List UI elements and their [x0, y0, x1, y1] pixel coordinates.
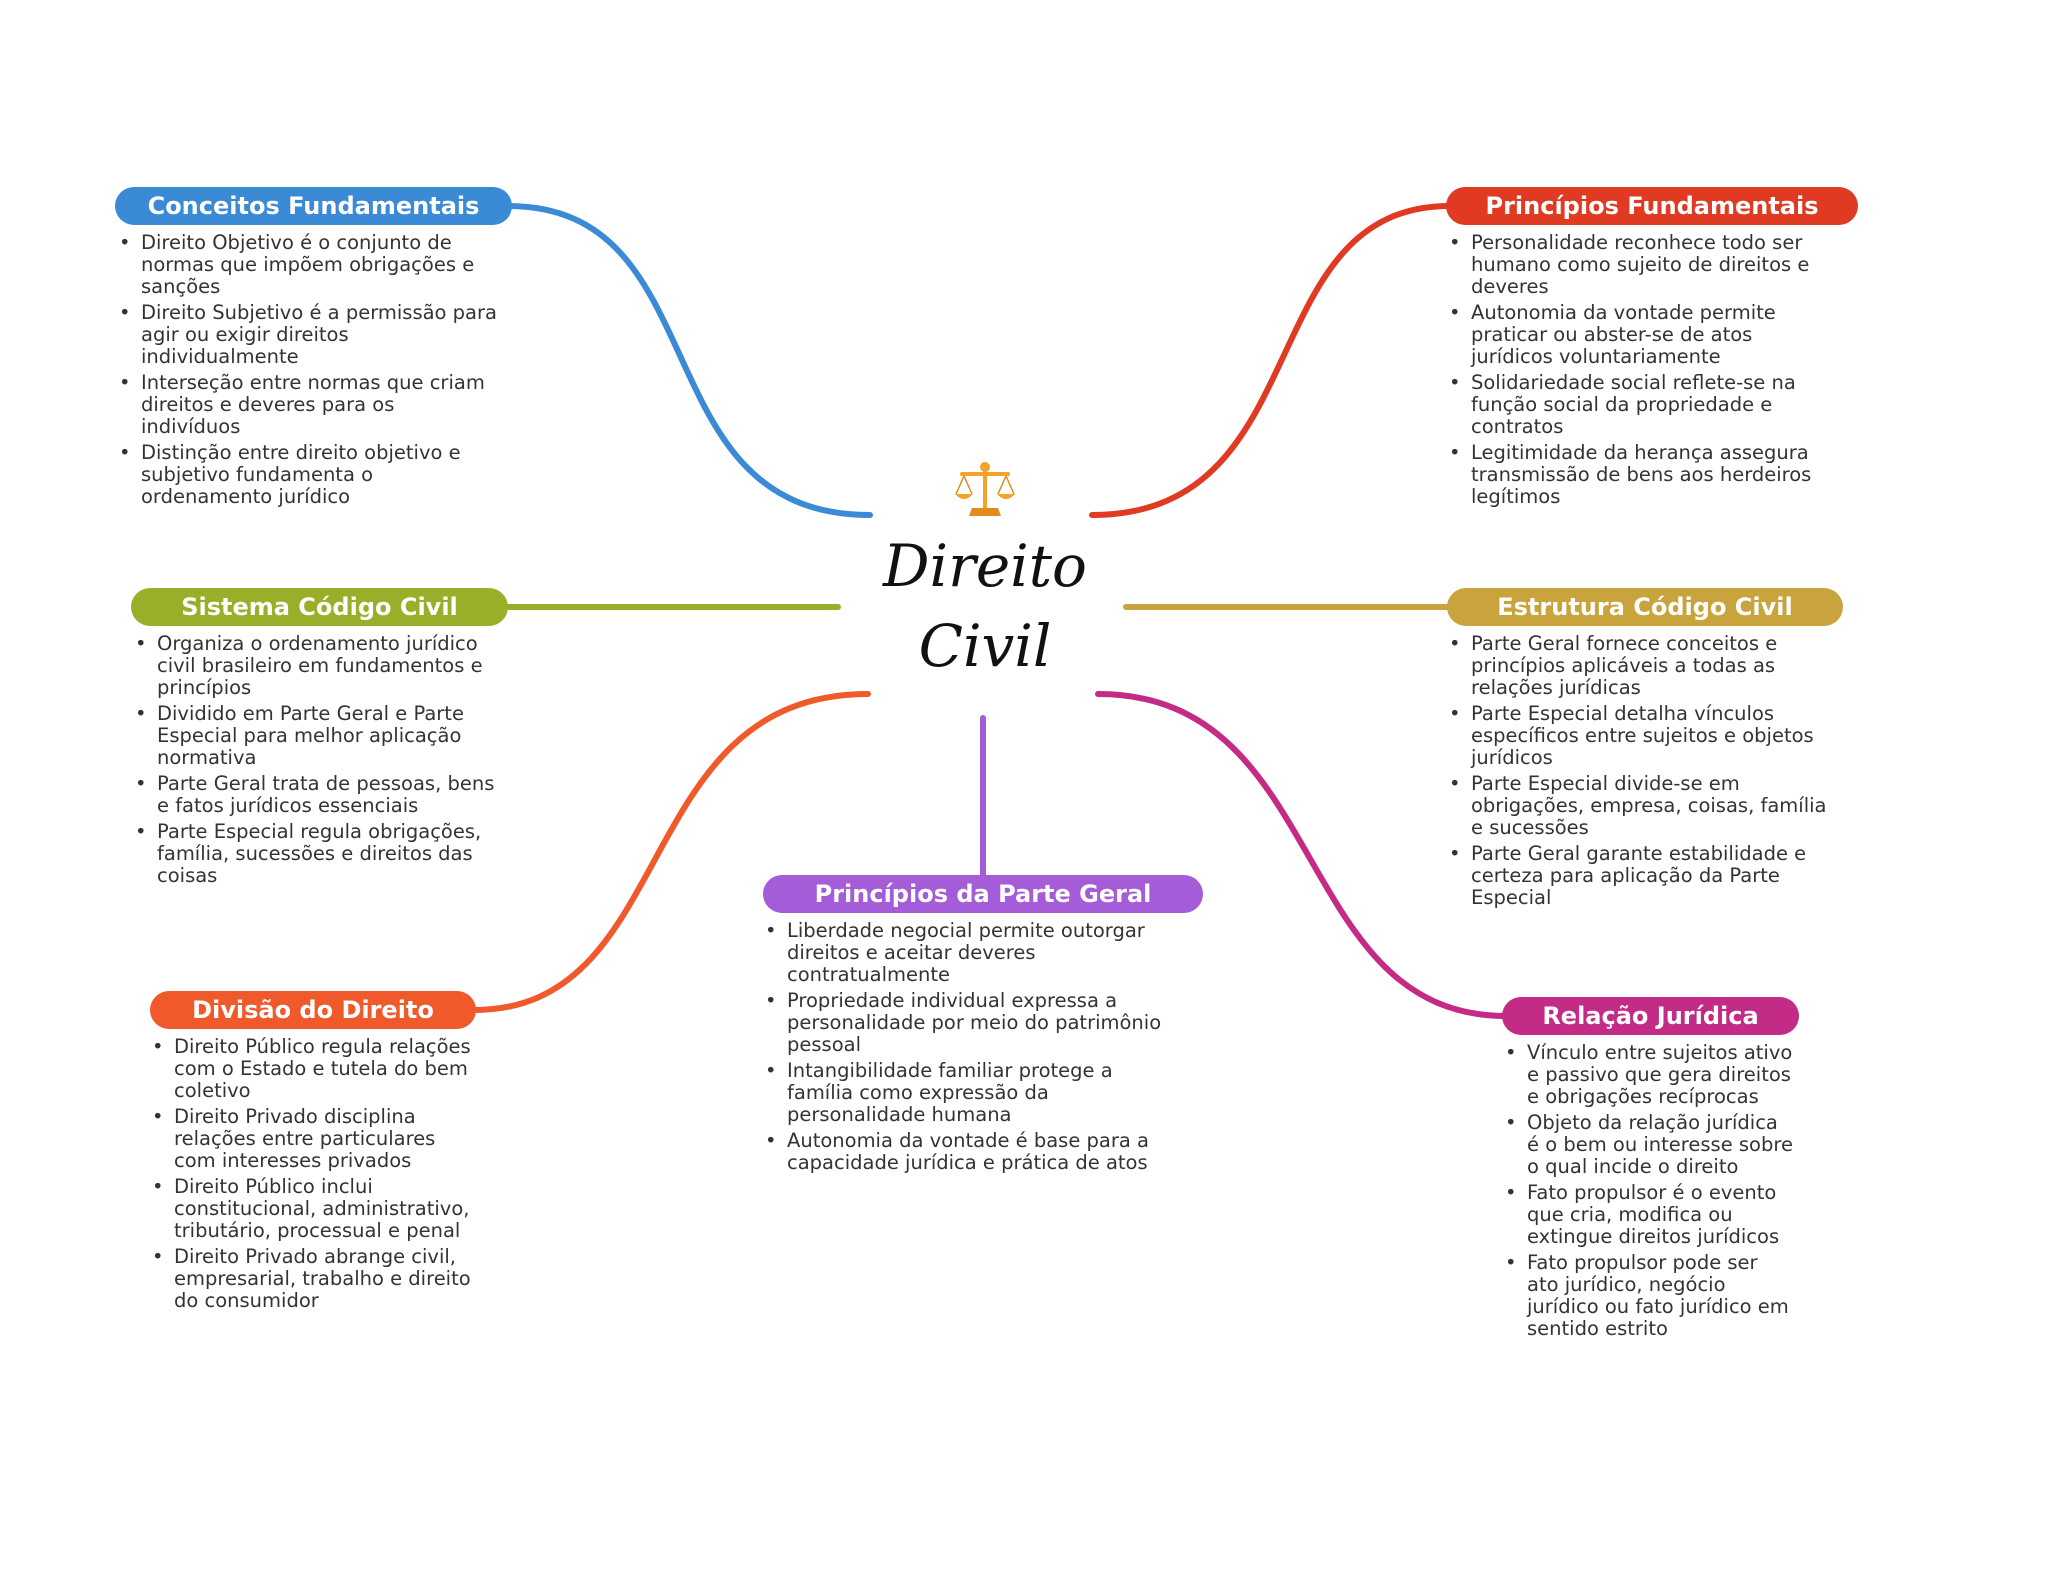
topic-principios-fundamentais[interactable]: Princípios Fundamentais	[1446, 187, 1858, 225]
list-item: Direito Subjetivo é a permissão para agi…	[117, 302, 497, 368]
list-sistema-codigo-civil: Organiza o ordenamento jurídico civil br…	[133, 633, 503, 891]
topic-conceitos-fundamentais[interactable]: Conceitos Fundamentais	[115, 187, 512, 225]
topic-estrutura-codigo-civil[interactable]: Estrutura Código Civil	[1447, 588, 1843, 626]
list-item: Parte Especial divide-se em obrigações, …	[1447, 773, 1832, 839]
list-estrutura-codigo-civil: Parte Geral fornece conceitos e princípi…	[1447, 633, 1832, 913]
list-item: Solidariedade social reflete-se na funçã…	[1447, 372, 1832, 438]
list-item: Parte Especial regula obrigações, famíli…	[133, 821, 503, 887]
list-item: Vínculo entre sujeitos ativo e passivo q…	[1503, 1042, 1793, 1108]
list-item: Direito Público regula relações com o Es…	[150, 1036, 480, 1102]
list-item: Intangibilidade familiar protege a famíl…	[763, 1060, 1168, 1126]
list-item: Organiza o ordenamento jurídico civil br…	[133, 633, 503, 699]
list-item: Distinção entre direito objetivo e subje…	[117, 442, 497, 508]
list-divisao-do-direito: Direito Público regula relações com o Es…	[150, 1036, 480, 1316]
topic-title: Sistema Código Civil	[181, 593, 458, 621]
list-item: Personalidade reconhece todo ser humano …	[1447, 232, 1832, 298]
central-topic: Direito Civil	[860, 460, 1110, 686]
connector-principios	[1089, 203, 1453, 518]
topic-principios-da-parte-geral[interactable]: Princípios da Parte Geral	[763, 875, 1203, 913]
list-item: Fato propulsor pode ser ato jurídico, ne…	[1503, 1252, 1793, 1340]
list-item: Direito Privado disciplina relações entr…	[150, 1106, 480, 1172]
topic-title: Divisão do Direito	[192, 996, 434, 1024]
topic-relacao-juridica[interactable]: Relação Jurídica	[1502, 997, 1799, 1035]
topic-title: Relação Jurídica	[1542, 1002, 1759, 1030]
list-principios-da-parte-geral: Liberdade negocial permite outorgar dire…	[763, 920, 1168, 1178]
list-item: Direito Público inclui constitucional, a…	[150, 1176, 480, 1242]
list-principios-fundamentais: Personalidade reconhece todo ser humano …	[1447, 232, 1832, 512]
list-item: Parte Geral fornece conceitos e princípi…	[1447, 633, 1832, 699]
topic-title: Princípios Fundamentais	[1485, 192, 1819, 220]
list-item: Objeto da relação jurídica é o bem ou in…	[1503, 1112, 1793, 1178]
connector-conceitos	[505, 203, 873, 518]
topic-title: Conceitos Fundamentais	[147, 192, 480, 220]
connector-relacao	[1095, 691, 1509, 1019]
list-conceitos-fundamentais: Direito Objetivo é o conjunto de normas …	[117, 232, 497, 512]
central-title-line-1: Direito	[883, 532, 1087, 600]
list-item: Parte Geral garante estabilidade e certe…	[1447, 843, 1832, 909]
topic-sistema-codigo-civil[interactable]: Sistema Código Civil	[131, 588, 508, 626]
scales-icon	[954, 460, 1016, 522]
list-item: Fato propulsor é o evento que cria, modi…	[1503, 1182, 1793, 1248]
list-item: Direito Objetivo é o conjunto de normas …	[117, 232, 497, 298]
topic-title: Estrutura Código Civil	[1497, 593, 1793, 621]
list-relacao-juridica: Vínculo entre sujeitos ativo e passivo q…	[1503, 1042, 1793, 1344]
list-item: Dividido em Parte Geral e Parte Especial…	[133, 703, 503, 769]
list-item: Direito Privado abrange civil, empresari…	[150, 1246, 480, 1312]
list-item: Interseção entre normas que criam direit…	[117, 372, 497, 438]
topic-title: Princípios da Parte Geral	[814, 880, 1152, 908]
topic-divisao-do-direito[interactable]: Divisão do Direito	[150, 991, 476, 1029]
list-item: Autonomia da vontade permite praticar ou…	[1447, 302, 1832, 368]
list-item: Legitimidade da herança assegura transmi…	[1447, 442, 1832, 508]
list-item: Parte Geral trata de pessoas, bens e fat…	[133, 773, 503, 817]
list-item: Autonomia da vontade é base para a capac…	[763, 1130, 1168, 1174]
central-title-line-2: Civil	[918, 612, 1052, 680]
list-item: Propriedade individual expressa a person…	[763, 990, 1168, 1056]
list-item: Liberdade negocial permite outorgar dire…	[763, 920, 1168, 986]
list-item: Parte Especial detalha vínculos específi…	[1447, 703, 1832, 769]
connector-divisao	[471, 691, 871, 1013]
